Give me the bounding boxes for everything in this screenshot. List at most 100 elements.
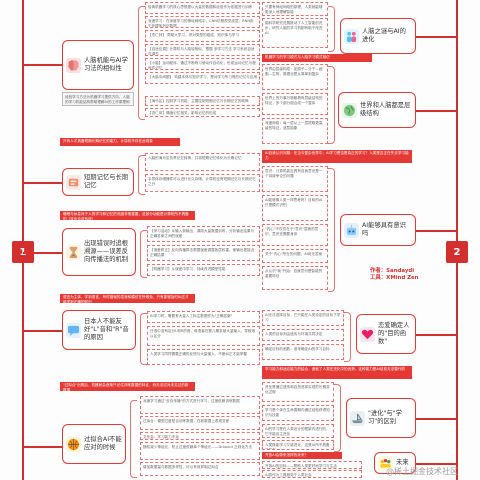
- section-banner: 学习能力和适应能力的结合，造就了人类在进化中的优势，这种能力是AI目前无法替代的: [262, 366, 412, 379]
- detail-box: 世界上的万事万物都具有层级结构的特征，多个部分组合成一个整体: [262, 93, 328, 115]
- node-l-r-sounds[interactable]: 日本人不能友好"L"音和"R"音的原因: [62, 310, 136, 350]
- node-label: 过拟合AI不能应对的时候: [84, 436, 122, 451]
- connector-bracket: [140, 313, 147, 365]
- connector-bracket: [344, 312, 351, 362]
- node-short-long-memory[interactable]: 短期记忆与长期记忆: [62, 168, 134, 196]
- detail-box: 人脑的海马区负责记忆转换，并将短期记忆转化为长期记忆: [145, 153, 260, 171]
- detail-box: 从认识"我"开始：自我意识是智能的重要特征: [262, 266, 328, 290]
- link-l1: [23, 64, 63, 66]
- section-banner: 语言为主体，学到语言，有时错误的发音和模仿在所难免，只有能够及时纠正才能学到正确…: [60, 294, 195, 303]
- section-badge-2[interactable]: 2: [446, 241, 468, 263]
- node-overfitting[interactable]: 过拟合AI不能应对的时候: [62, 424, 126, 464]
- section-banner: 开放AI会带来怎样的未来？: [262, 452, 342, 459]
- detail-box: 增加数据量与数据多样性，可以有效抑制过拟合: [140, 462, 260, 476]
- brain-icon: [66, 57, 81, 73]
- detail-box: 【大脑中间额】 构建本体与知识学习，是对学习所习得的记忆与应用: [145, 72, 260, 84]
- detail-box: 深度网络：每一层从上一层提取更高级的特征，逐层抽象: [262, 118, 328, 144]
- detail-box: AI无法选择目标，它只能在人类设定的目标下学习: [262, 310, 344, 326]
- detail-box: 半导体存储器件可以进行长久存储，计算机没有短期记忆与长期记忆之分: [145, 174, 260, 192]
- link-r5: [416, 418, 456, 420]
- node-evolution-vs-learning[interactable]: "进化"与"学习"的区别: [346, 398, 416, 438]
- detail-box: 进化是通过遗传和自然选择实现的长期变化过程: [262, 382, 334, 402]
- node-label: 人脑之谜与AI的进化: [362, 28, 406, 43]
- detail-box: 关于"内心"所在的问题，AI尚无答案: [262, 249, 328, 263]
- detail-box: 深度学习通过"反向传播"的方式进行学习，过度依赖训练数据: [140, 396, 260, 414]
- node-label: 世界和人脑都是层级结构: [360, 102, 411, 117]
- connector-bracket: [334, 384, 341, 452]
- node-label: 短期记忆与长期记忆: [84, 174, 129, 189]
- right-spine: [456, 0, 458, 480]
- detail-box: 【机器学习】从误差中学习，持续改进模型性能: [147, 264, 260, 276]
- people-icon: [344, 28, 359, 44]
- author-credit: 作者：Sandaydi 工具：XMind Zen: [370, 268, 419, 282]
- detail-box: 脑科学研究进展推动了人工智能的进步，研究人脑的学习机制有助于改进AI: [262, 18, 328, 48]
- detail-box: 开放AI的目标——帮助人类更好地学习与生活: [262, 461, 362, 469]
- link-l4: [23, 330, 63, 332]
- note-box: 经验学习方法为机器学习提供方向，人脑的学习机能结构帮助理解AI的工作原理和局限性…: [62, 92, 134, 106]
- boat-icon: [350, 410, 365, 426]
- detail-box: "内心"不仅仅在于"意识"层面的意识，意识还需要身体: [262, 224, 328, 246]
- connector-bracket: [138, 155, 145, 195]
- link-r3: [416, 230, 456, 232]
- detail-box: AI学习时，需要有大量人工标注数据作为"正确答案": [147, 311, 260, 323]
- link-l5: [23, 446, 63, 448]
- link-r4: [416, 334, 456, 336]
- detail-box: 世界由层级构成：如原子—分子—细胞—生物，数据也是从简单到复杂: [262, 64, 328, 90]
- section-banner: 机器学习的学习模式与人脑学习模式相仿: [262, 54, 372, 62]
- detail-box: 确定目标的函数：谁来确定AI的学习目标: [262, 344, 344, 360]
- link-l2: [23, 182, 63, 184]
- detail-box: 【杏仁体】情绪记忆相关，影响记忆的形成: [145, 108, 260, 117]
- node-hierarchical-world[interactable]: 世界和人脑都是层级结构: [338, 92, 416, 128]
- node-backpropagation[interactable]: 出现错误时追根溯源——误差反向传播法的机制: [62, 228, 136, 276]
- connector-bracket: [328, 66, 335, 144]
- connector-bracket: [140, 230, 147, 278]
- detail-box: 人类学习同样需要正确的反馈与大量输入，不断纠正才能掌握: [147, 349, 260, 365]
- section-banner: 只有人才具备短期长期记忆的能力，计算机不存在此现象: [60, 138, 180, 146]
- link-l3: [23, 252, 63, 254]
- group-icon: [378, 455, 393, 471]
- connector-bracket: [328, 6, 335, 52]
- detail-box: 【小脑】运动程序，通过不断练习使动作自动化，形成运动记忆与程序性记忆: [145, 58, 260, 70]
- speech-icon: [66, 322, 81, 338]
- node-label: 未来: [396, 459, 409, 467]
- link-r1: [416, 36, 456, 38]
- node-label: 日本人不能友好"L"音和"R"音的原因: [84, 318, 129, 341]
- node-label: 恋爱确定人的"目的函数": [378, 322, 410, 345]
- heart-icon: [360, 326, 375, 342]
- detail-box: 【误差修正】反向传播算法根据误差调整各层权重，使输出更接近正确结果: [147, 245, 260, 261]
- node-ai-brain-similarity[interactable]: 人脑机能与AI学习法的相似性: [62, 40, 134, 90]
- connector-bracket: [130, 400, 137, 478]
- memory-icon: [66, 174, 81, 190]
- detail-box: 【学习活动】从输入到输出，调用大量数据训练，分析输出结果与正确答案之间的误差: [147, 226, 260, 242]
- hourglass-icon: [66, 244, 81, 260]
- detail-box: 只要有神经网络的原理，人类就能够更深入地理解智能: [262, 2, 328, 16]
- section-banner: "过拟合"出现后，机器就会逐渐只记住训练数据的特征，而无法应对未见过的新数据: [60, 382, 195, 391]
- section-banner: 睡眠与休息对于人的学习和记忆的巩固非常重要，这部分功能是计算机所不具备的（双出仓…: [60, 211, 195, 220]
- node-ai-consciousness[interactable]: AI能够具有意识吗: [340, 214, 416, 246]
- section-banner: AI自我认识问题：在当今复杂世界中，AI学习是否是真正的学习？人类是否正在失去学…: [262, 150, 412, 163]
- watermark: @稀土掘金技术社区: [386, 467, 458, 476]
- detail-box: 日语中没有区分L和R的音，母语者在婴儿期未被大量输入，导致难以区分: [147, 326, 260, 346]
- detail-box: 意识：计算机能否具有自我意识是一个持续争论的问题: [262, 166, 328, 192]
- detail-box: 人类既能学习又能进化，这是AI所不具备的能力: [262, 440, 334, 450]
- node-future[interactable]: 未来: [374, 452, 416, 474]
- node-label: "进化"与"学习"的区别: [368, 410, 402, 425]
- detail-box: 【杰仁林】 帮助大学习，拼对类型的组成，知识体与学习: [145, 30, 260, 42]
- left-spine: [22, 0, 24, 480]
- detail-box: 学习是个体在生命周期内通过经验获得知识与技能: [262, 405, 334, 421]
- globe-icon: [342, 102, 357, 118]
- detail-box: 文化会：学习能力不足: [140, 432, 260, 440]
- detail-box: 经典机器学习的核心思想是以大量的数据和经验作为依据进行训练: [145, 2, 260, 14]
- detail-box: AI的学习是在人类设计的框架内进行的，它不能自主进化: [262, 424, 334, 438]
- link-r6: [416, 463, 456, 465]
- detail-box: 随机减少神经元，防止过度依赖单个神经元——Dropout 正则化方法: [140, 442, 260, 460]
- node-brain-mystery-ai-evolution[interactable]: 人脑之谜与AI的进化: [340, 18, 416, 54]
- node-objective-function[interactable]: 恋爱确定人的"目的函数": [356, 314, 416, 354]
- connector-bracket: [328, 168, 335, 292]
- detail-box: 人类的目标则由遗传与环境共同决定: [262, 329, 344, 341]
- detail-box: 【海马区】控制学习机能，主要控制短期记忆与长期记忆的转换: [145, 96, 260, 106]
- connector-bracket: [138, 6, 145, 120]
- detail-box: AI将作为工具服务于人类社会: [262, 470, 362, 478]
- tool-line: 工具：XMind Zen: [370, 275, 419, 282]
- detail-box: 深度学习：在深度学习的神经网络中，CNN仿照视觉皮层，RNN用于处理序列化数据: [145, 16, 260, 28]
